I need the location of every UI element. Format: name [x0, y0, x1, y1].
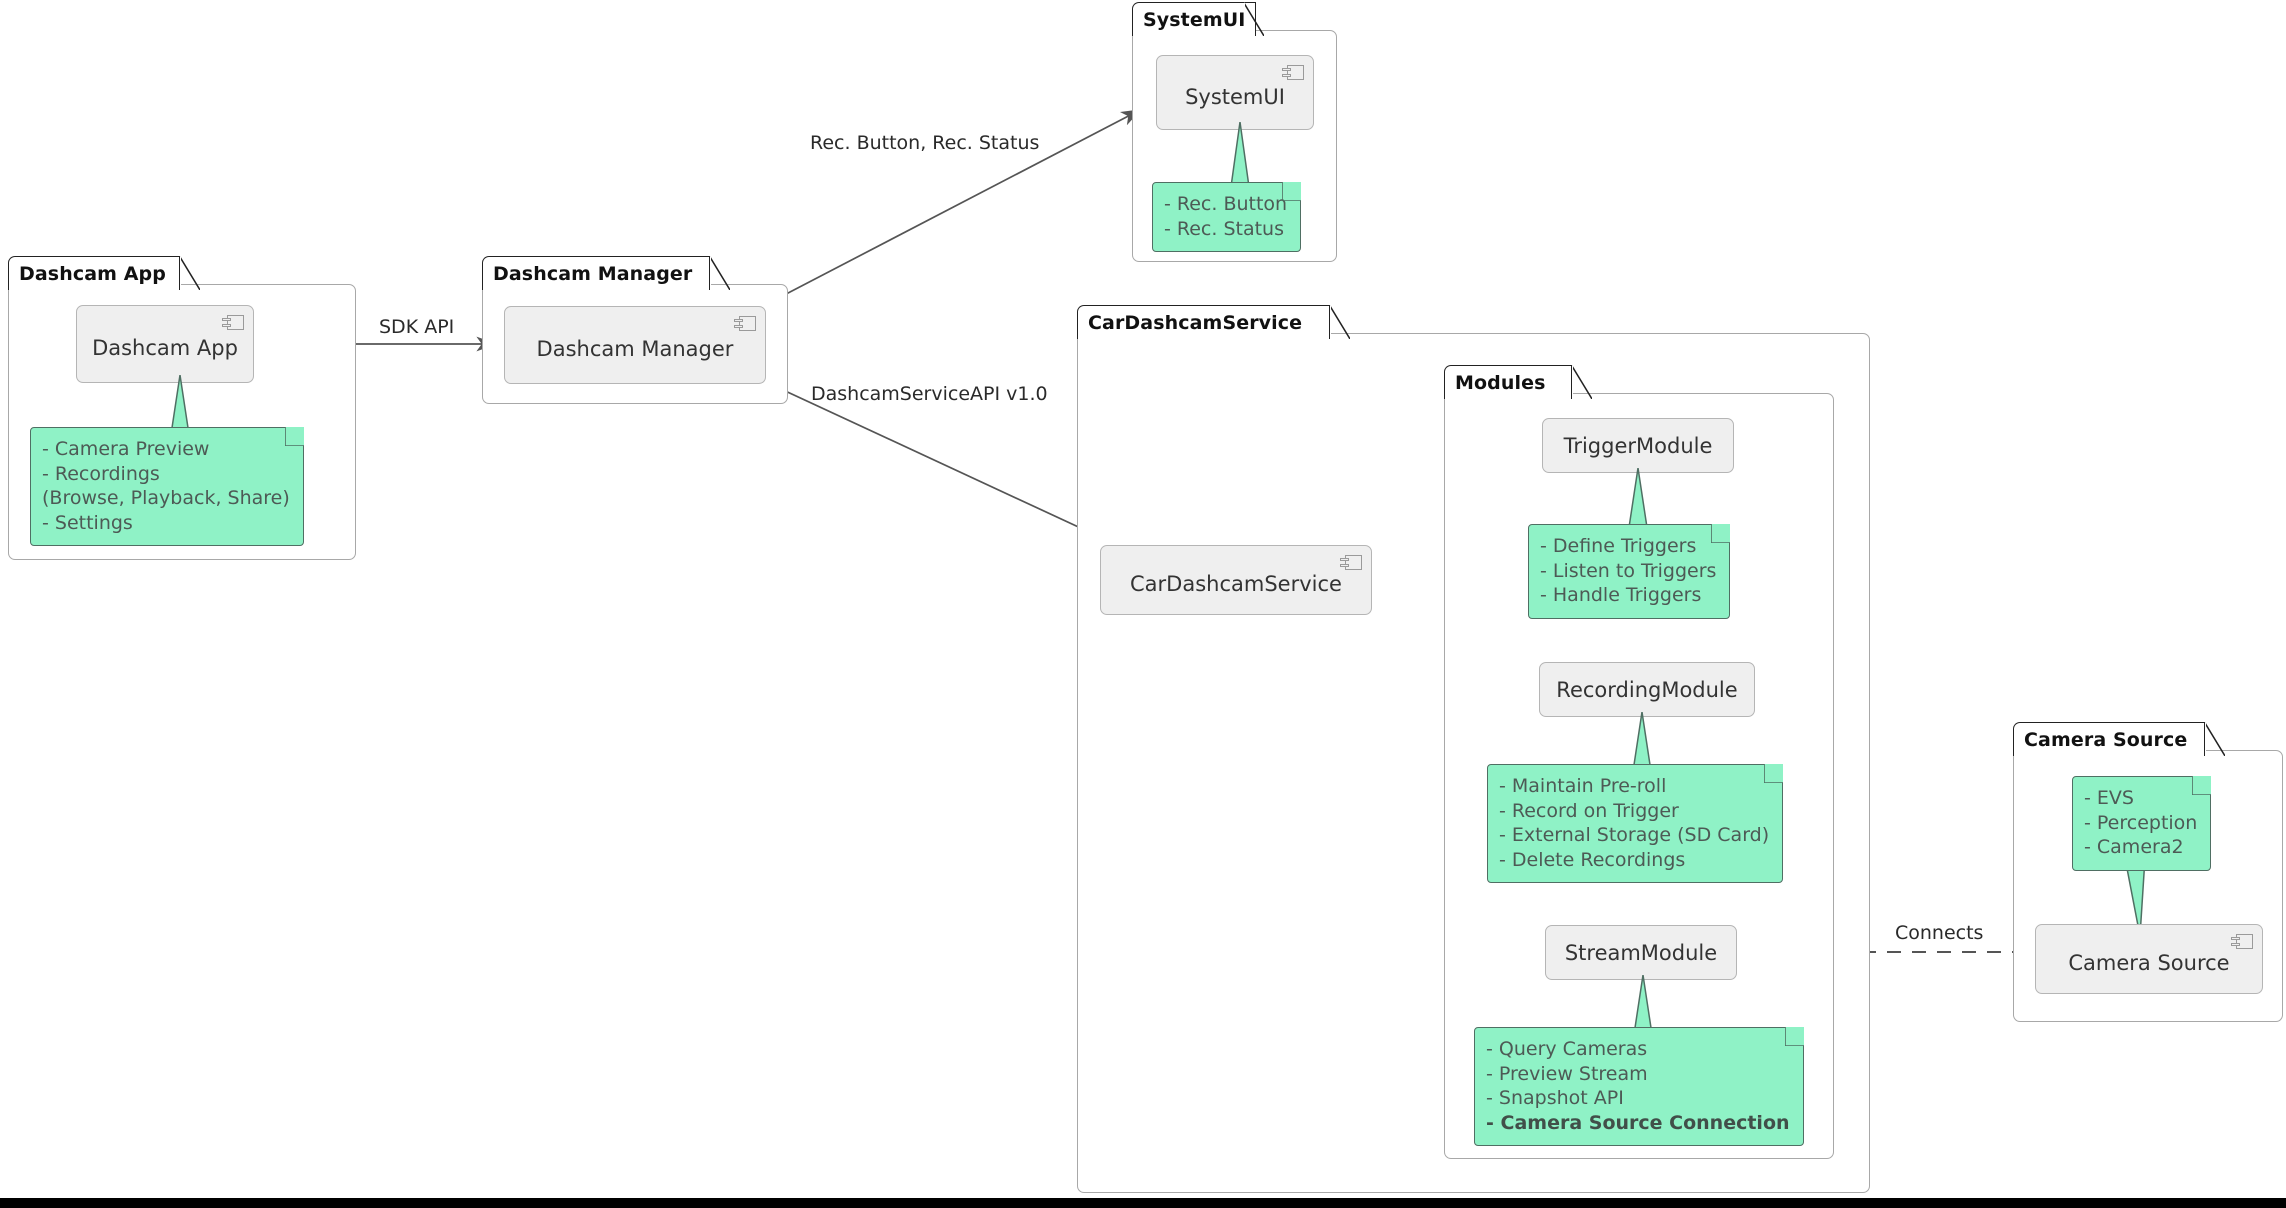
note-line: - Snapshot API	[1486, 1087, 1624, 1109]
edge-label-dashcam-service-api: DashcamServiceAPI v1.0	[811, 383, 1048, 405]
component-systemui-label: SystemUI	[1185, 84, 1285, 109]
note-link-systemui	[1229, 122, 1251, 194]
note-fold-corner	[1282, 182, 1302, 201]
package-modules-title: Modules	[1455, 371, 1546, 394]
component-dashcam-app[interactable]: Dashcam App	[76, 305, 254, 383]
note-line: - Rec. Status	[1164, 217, 1285, 240]
component-dashcam-manager[interactable]: Dashcam Manager	[504, 306, 766, 384]
note-line: - Define Triggers	[1540, 535, 1697, 557]
package-systemui-title: SystemUI	[1143, 8, 1246, 31]
package-dashcam-manager-tab: Dashcam Manager	[482, 256, 710, 290]
component-icon	[1282, 65, 1304, 80]
note-dashcam-app: - Camera Preview - Recordings (Browse, P…	[30, 427, 304, 546]
note-line: - Camera Preview	[42, 438, 210, 460]
note-line: - EVS	[2084, 787, 2134, 809]
edge-label-rec-button-status: Rec. Button, Rec. Status	[810, 132, 1040, 154]
note-fold-corner	[284, 427, 304, 446]
note-fold-corner	[1764, 764, 1784, 783]
package-cardashcamservice-tab: CarDashcamService	[1077, 305, 1330, 339]
note-link-dashcam-app	[169, 375, 191, 441]
note-fold-corner	[1784, 1027, 1804, 1046]
note-line: - Camera2	[2084, 836, 2184, 858]
component-trigger-module-label: TriggerModule	[1563, 433, 1713, 458]
component-stream-module[interactable]: StreamModule	[1545, 925, 1737, 980]
note-line: - Recordings	[42, 462, 160, 485]
note-systemui: - Rec. Button - Rec. Status	[1152, 182, 1302, 252]
note-line: - Perception	[2084, 811, 2198, 834]
package-dashcam-manager-tab-slant	[710, 256, 730, 290]
component-systemui[interactable]: SystemUI	[1156, 55, 1314, 130]
note-line: - Listen to Triggers	[1540, 559, 1717, 582]
note-fold-corner	[1711, 524, 1731, 543]
note-line: - Query Cameras	[1486, 1038, 1648, 1060]
package-systemui-tab-slant	[1244, 2, 1264, 36]
component-dashcam-app-label: Dashcam App	[92, 336, 238, 360]
note-link-recording-module	[1631, 712, 1653, 778]
note-line: - Maintain Pre-roll	[1499, 775, 1667, 797]
component-trigger-module[interactable]: TriggerModule	[1542, 418, 1734, 473]
note-line: - Record on Trigger	[1499, 799, 1679, 822]
component-cardashcamservice[interactable]: CarDashcamService	[1100, 545, 1372, 615]
package-dashcam-app-tab: Dashcam App	[8, 256, 180, 290]
package-dashcam-app-tab-slant	[180, 256, 200, 290]
note-fold-corner	[2192, 776, 2212, 795]
package-camera-source-tab-slant	[2205, 722, 2225, 756]
package-modules-tab: Modules	[1444, 365, 1572, 399]
component-icon	[2231, 934, 2253, 949]
component-camera-source-label: Camera Source	[2068, 951, 2230, 975]
edge-label-connects: Connects	[1888, 922, 1991, 944]
package-cardashcamservice-title: CarDashcamService	[1088, 311, 1303, 334]
component-recording-module[interactable]: RecordingModule	[1539, 662, 1755, 717]
edge-label-sdk-api: SDK API	[379, 316, 455, 338]
component-camera-source[interactable]: Camera Source	[2035, 924, 2263, 994]
note-line: - Handle Triggers	[1540, 584, 1702, 606]
package-camera-source-title: Camera Source	[2024, 728, 2188, 751]
component-dashcam-manager-label: Dashcam Manager	[536, 337, 734, 361]
component-recording-module-label: RecordingModule	[1556, 677, 1738, 702]
note-line: - Settings	[42, 511, 133, 534]
note-line: - External Storage (SD Card)	[1499, 824, 1770, 846]
component-icon	[734, 316, 756, 331]
note-line: - Preview Stream	[1486, 1062, 1648, 1085]
package-systemui-tab: SystemUI	[1132, 2, 1257, 36]
note-stream-module: - Query Cameras - Preview Stream - Snaps…	[1474, 1027, 1804, 1146]
note-link-trigger-module	[1627, 468, 1649, 534]
note-line: - Camera Source Connection	[1486, 1111, 1790, 1134]
note-link-camera-source	[2124, 858, 2146, 936]
package-dashcam-manager-title: Dashcam Manager	[493, 262, 693, 285]
note-line: (Browse, Playback, Share)	[42, 487, 290, 509]
note-trigger-module: - Define Triggers - Listen to Triggers -…	[1528, 524, 1731, 619]
note-link-stream-module	[1632, 975, 1654, 1041]
package-dashcam-app-title: Dashcam App	[19, 262, 166, 285]
note-line: - Delete Recordings	[1499, 848, 1686, 871]
bottom-bar	[0, 1198, 2286, 1208]
package-cardashcamservice-tab-slant	[1330, 305, 1350, 339]
component-icon	[222, 315, 244, 330]
note-camera-source: - EVS - Perception - Camera2	[2072, 776, 2212, 871]
package-modules-tab-slant	[1572, 365, 1592, 399]
component-cardashcamservice-label: CarDashcamService	[1130, 572, 1342, 596]
note-recording-module: - Maintain Pre-roll - Record on Trigger …	[1487, 764, 1784, 883]
note-line: - Rec. Button	[1164, 193, 1288, 215]
component-stream-module-label: StreamModule	[1564, 940, 1718, 965]
package-camera-source-tab: Camera Source	[2013, 722, 2205, 756]
component-icon	[1340, 555, 1362, 570]
